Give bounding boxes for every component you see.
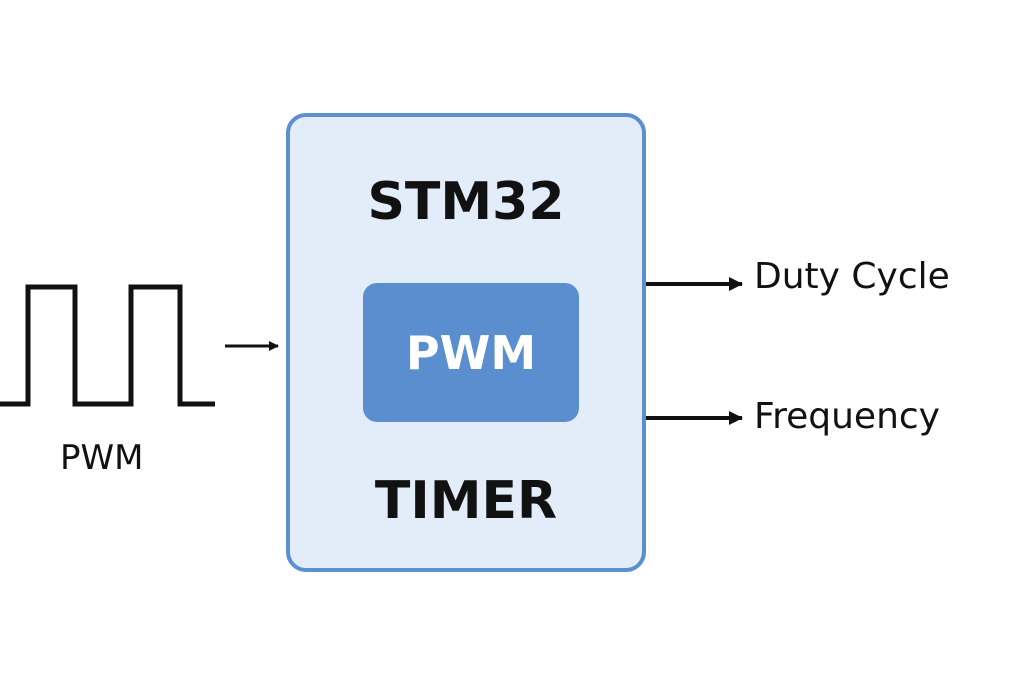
output-duty-cycle-label: Duty Cycle [754, 256, 950, 297]
pwm-square-wave [0, 284, 215, 407]
timer-label: TIMER [374, 471, 558, 531]
input-signal-label: PWM [60, 438, 144, 478]
output-frequency-label: Frequency [754, 396, 940, 437]
pwm-module-label: PWM [405, 325, 537, 380]
pwm-module [363, 283, 579, 422]
chip-title: STM32 [367, 172, 565, 232]
